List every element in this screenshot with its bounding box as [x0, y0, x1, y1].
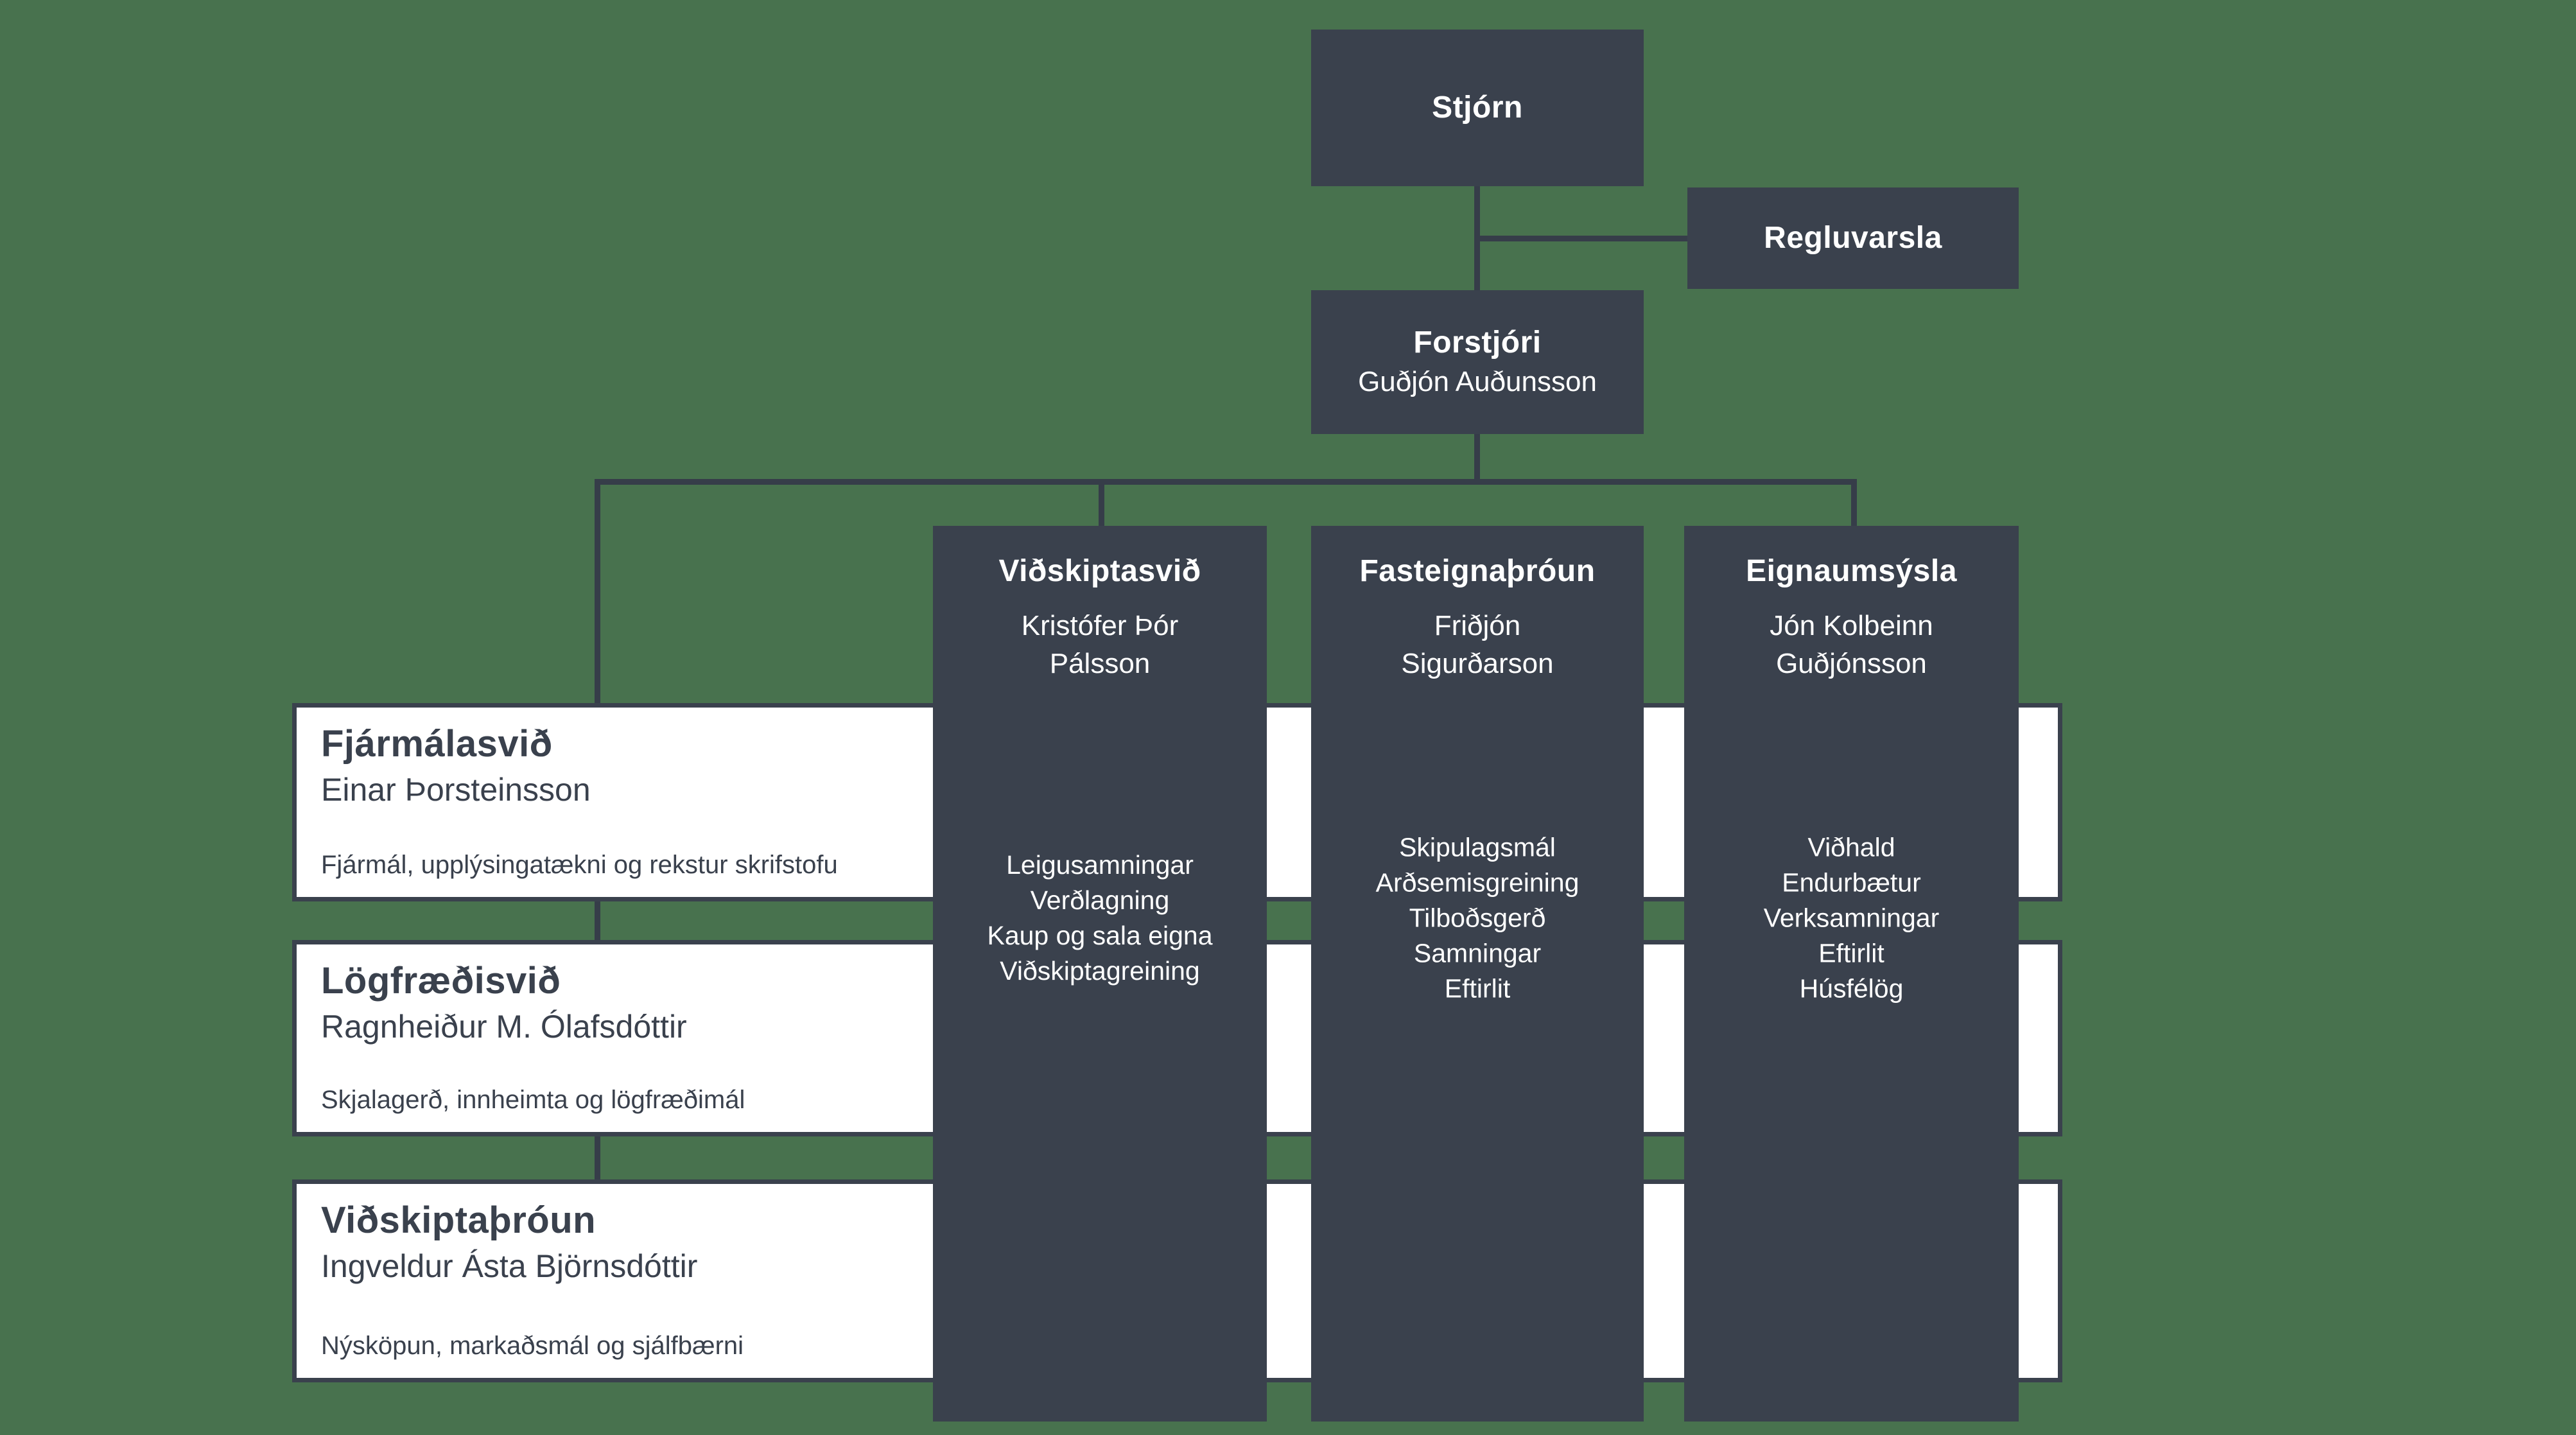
row-title: Lögfræðisvið: [321, 960, 561, 1002]
connector-drop-col1: [1099, 479, 1104, 530]
list-item: Tilboðsgerð: [1409, 903, 1546, 933]
list-item: Viðskiptagreining: [1000, 956, 1200, 986]
row-head: Lögfræðisvið Ragnheiður M. Ólafsdóttir: [321, 959, 2058, 1047]
name-line: Friðjón: [1434, 610, 1521, 641]
column-head: Eignaumsýsla Jón Kolbeinn Guðjónsson: [1684, 552, 2019, 683]
list-item: Eftirlit: [1818, 938, 1884, 968]
list-item: Arðsemisgreining: [1375, 867, 1580, 898]
row-manager-name: Ingveldur Ásta Björnsdóttir: [321, 1248, 698, 1284]
column-head: Viðskiptasvið Kristófer Þór Pálsson: [933, 552, 1267, 683]
list-item: Eftirlit: [1444, 973, 1511, 1004]
box-board: Stjórn: [1311, 30, 1644, 186]
list-item: Viðhald: [1807, 832, 1895, 862]
list-item: Samningar: [1413, 938, 1542, 968]
name-line: Jón Kolbeinn: [1770, 610, 1933, 641]
box-compliance-title: Regluvarsla: [1764, 221, 1942, 255]
column-title: Fasteignaþróun: [1359, 554, 1596, 588]
box-compliance: Regluvarsla: [1687, 187, 2019, 289]
list-item: Húsfélög: [1799, 973, 1904, 1004]
connector-ceo-trunk: [1474, 433, 1480, 485]
name-line: Guðjónsson: [1776, 648, 1927, 679]
column-fasteignathroun: Fasteignaþróun Friðjón Sigurðarson Skipu…: [1311, 526, 1644, 1422]
box-ceo-name: Guðjón Auðunsson: [1358, 366, 1597, 397]
column-title: Eignaumsýsla: [1746, 554, 1957, 588]
row-description: Nýsköpun, markaðsmál og sjálfbærni: [321, 1332, 744, 1360]
connector-distribution: [595, 479, 1857, 485]
row-manager-name: Ragnheiður M. Ólafsdóttir: [321, 1009, 687, 1045]
box-board-title: Stjórn: [1432, 91, 1523, 125]
row-description: Skjalagerð, innheimta og lögfræðimál: [321, 1086, 745, 1114]
column-manager-name: Friðjón Sigurðarson: [1311, 607, 1644, 683]
row-title: Viðskiptaþróun: [321, 1199, 596, 1241]
connector-drop-col3: [1851, 479, 1857, 530]
list-item: Kaup og sala eigna: [987, 921, 1213, 950]
row-head: Fjármálasvið Einar Þorsteinsson: [321, 722, 2058, 810]
list-item: Verksamningar: [1763, 903, 1940, 933]
box-ceo-title: Forstjóri: [1413, 326, 1542, 360]
column-eignaumsysla: Eignaumsýsla Jón Kolbeinn Guðjónsson Við…: [1684, 526, 2019, 1422]
connector-to-compliance: [1477, 236, 1689, 241]
row-title: Fjármálasvið: [321, 723, 553, 765]
column-title: Viðskiptasvið: [998, 554, 1201, 588]
column-head: Fasteignaþróun Friðjón Sigurðarson: [1311, 552, 1644, 683]
column-manager-name: Jón Kolbeinn Guðjónsson: [1684, 607, 2019, 683]
list-item: Skipulagsmál: [1399, 832, 1556, 862]
list-item: Leigusamningar: [1006, 850, 1194, 880]
list-item: Verðlagning: [1030, 885, 1170, 915]
column-manager-name: Kristófer Þór Pálsson: [933, 607, 1267, 683]
column-vidskiptasvid: Viðskiptasvið Kristófer Þór Pálsson Leig…: [933, 526, 1267, 1422]
row-manager-name: Einar Þorsteinsson: [321, 772, 591, 808]
row-description: Fjármál, upplýsingatækni og rekstur skri…: [321, 851, 838, 879]
name-line: Sigurðarson: [1401, 648, 1554, 679]
row-head: Viðskiptaþróun Ingveldur Ásta Björnsdótt…: [321, 1198, 2058, 1287]
name-line: Kristófer Þór: [1021, 610, 1179, 641]
box-ceo: Forstjóri Guðjón Auðunsson: [1311, 290, 1644, 434]
name-line: Pálsson: [1049, 648, 1151, 679]
list-item: Endurbætur: [1782, 867, 1921, 898]
